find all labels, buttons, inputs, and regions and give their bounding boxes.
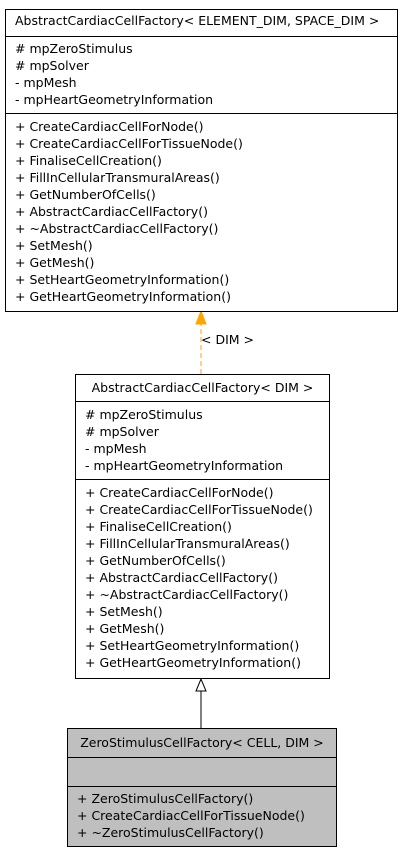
method-item: + ~AbstractCardiacCellFactory() <box>15 221 219 236</box>
attribute-item: # mpSolver <box>15 58 89 73</box>
method-item: + AbstractCardiacCellFactory() <box>15 204 208 219</box>
attribute-item: - mpMesh <box>15 75 77 90</box>
method-item: + SetMesh() <box>85 604 163 619</box>
class-title: ZeroStimulusCellFactory< CELL, DIM > <box>68 729 336 758</box>
method-item: + ZeroStimulusCellFactory() <box>77 791 254 806</box>
method-item: + FinaliseCellCreation() <box>85 519 232 534</box>
methods-section: + CreateCardiacCellForNode() + CreateCar… <box>6 114 397 305</box>
method-item: + GetMesh() <box>85 621 165 636</box>
methods-section: + ZeroStimulusCellFactory() + CreateCard… <box>68 787 336 841</box>
method-item: + GetHeartGeometryInformation() <box>15 289 231 304</box>
attribute-item: - mpHeartGeometryInformation <box>15 92 214 107</box>
method-item: + CreateCardiacCellForTissueNode() <box>15 136 243 151</box>
method-item: + SetHeartGeometryInformation() <box>15 272 230 287</box>
methods-section: + CreateCardiacCellForNode() + CreateCar… <box>76 480 329 671</box>
attribute-item: - mpMesh <box>85 441 147 456</box>
method-item: + GetMesh() <box>15 255 95 270</box>
inheritance-edge-arrowhead <box>195 677 207 692</box>
class-box-zero-stimulus-cell-factory[interactable]: ZeroStimulusCellFactory< CELL, DIM > + Z… <box>67 728 337 847</box>
method-item: + CreateCardiacCellForTissueNode() <box>85 502 313 517</box>
attributes-section: # mpZeroStimulus # mpSolver - mpMesh - m… <box>6 37 397 114</box>
attribute-item: # mpZeroStimulus <box>15 41 133 56</box>
attribute-item: # mpZeroStimulus <box>85 407 203 422</box>
class-box-abstract-cardiac-cell-factory-dim[interactable]: AbstractCardiacCellFactory< DIM > # mpZe… <box>75 374 330 679</box>
method-item: + FillInCellularTransmuralAreas() <box>15 170 220 185</box>
attribute-item: - mpHeartGeometryInformation <box>85 458 284 473</box>
attributes-section: # mpZeroStimulus # mpSolver - mpMesh - m… <box>76 402 329 480</box>
method-item: + ~AbstractCardiacCellFactory() <box>85 587 289 602</box>
method-item: + SetMesh() <box>15 238 93 253</box>
class-title: AbstractCardiacCellFactory< ELEMENT_DIM,… <box>6 10 397 37</box>
template-edge-label: < DIM > <box>201 332 254 347</box>
attributes-section <box>68 758 336 787</box>
class-title: AbstractCardiacCellFactory< DIM > <box>76 375 329 402</box>
method-item: + GetHeartGeometryInformation() <box>85 655 301 670</box>
method-item: + CreateCardiacCellForNode() <box>15 119 204 134</box>
class-box-abstract-cardiac-cell-factory-element-space[interactable]: AbstractCardiacCellFactory< ELEMENT_DIM,… <box>5 9 398 312</box>
method-item: + SetHeartGeometryInformation() <box>85 638 300 653</box>
method-item: + FillInCellularTransmuralAreas() <box>85 536 290 551</box>
method-item: + CreateCardiacCellForNode() <box>85 485 274 500</box>
method-item: + GetNumberOfCells() <box>85 553 226 568</box>
method-item: + ~ZeroStimulusCellFactory() <box>77 825 264 840</box>
method-item: + GetNumberOfCells() <box>15 187 156 202</box>
method-item: + FinaliseCellCreation() <box>15 153 162 168</box>
template-edge-arrowhead <box>195 309 207 325</box>
attribute-item: # mpSolver <box>85 424 159 439</box>
method-item: + CreateCardiacCellForTissueNode() <box>77 808 305 823</box>
method-item: + AbstractCardiacCellFactory() <box>85 570 278 585</box>
